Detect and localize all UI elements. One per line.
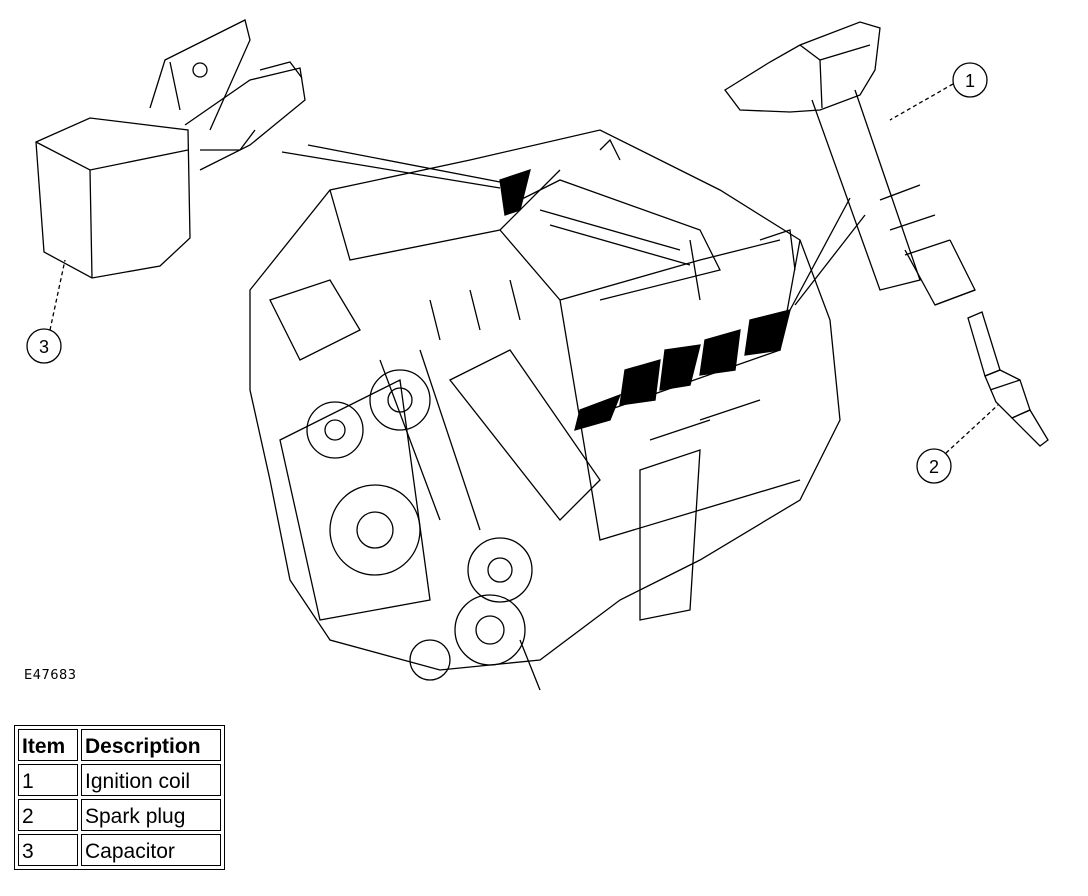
figure-id: E47683 [24, 668, 77, 683]
coil-row [499, 169, 791, 431]
table-row: 3 Capacitor [18, 834, 221, 866]
spark-plug-drawing [967, 311, 1049, 447]
engine-drawing [249, 129, 841, 691]
legend-header-row: Item Description [18, 729, 221, 761]
legend-item-number: 2 [18, 799, 78, 831]
capacitor-drawing [35, 19, 501, 279]
callout-2-label: 2 [929, 457, 939, 477]
table-row: 2 Spark plug [18, 799, 221, 831]
legend-table: Item Description 1 Ignition coil 2 Spark… [14, 725, 225, 870]
callout-3-label: 3 [39, 337, 49, 357]
legend-item-description: Ignition coil [81, 764, 221, 796]
legend-item-description: Spark plug [81, 799, 221, 831]
engine-ignition-diagram: 1 2 3 [26, 19, 1049, 691]
legend-header-description: Description [81, 729, 221, 761]
callout-1-label: 1 [965, 71, 975, 91]
ignition-coil-drawing [724, 21, 976, 306]
legend-item-number: 1 [18, 764, 78, 796]
legend-item-number: 3 [18, 834, 78, 866]
legend-item-description: Capacitor [81, 834, 221, 866]
legend-header-item: Item [18, 729, 78, 761]
table-row: 1 Ignition coil [18, 764, 221, 796]
